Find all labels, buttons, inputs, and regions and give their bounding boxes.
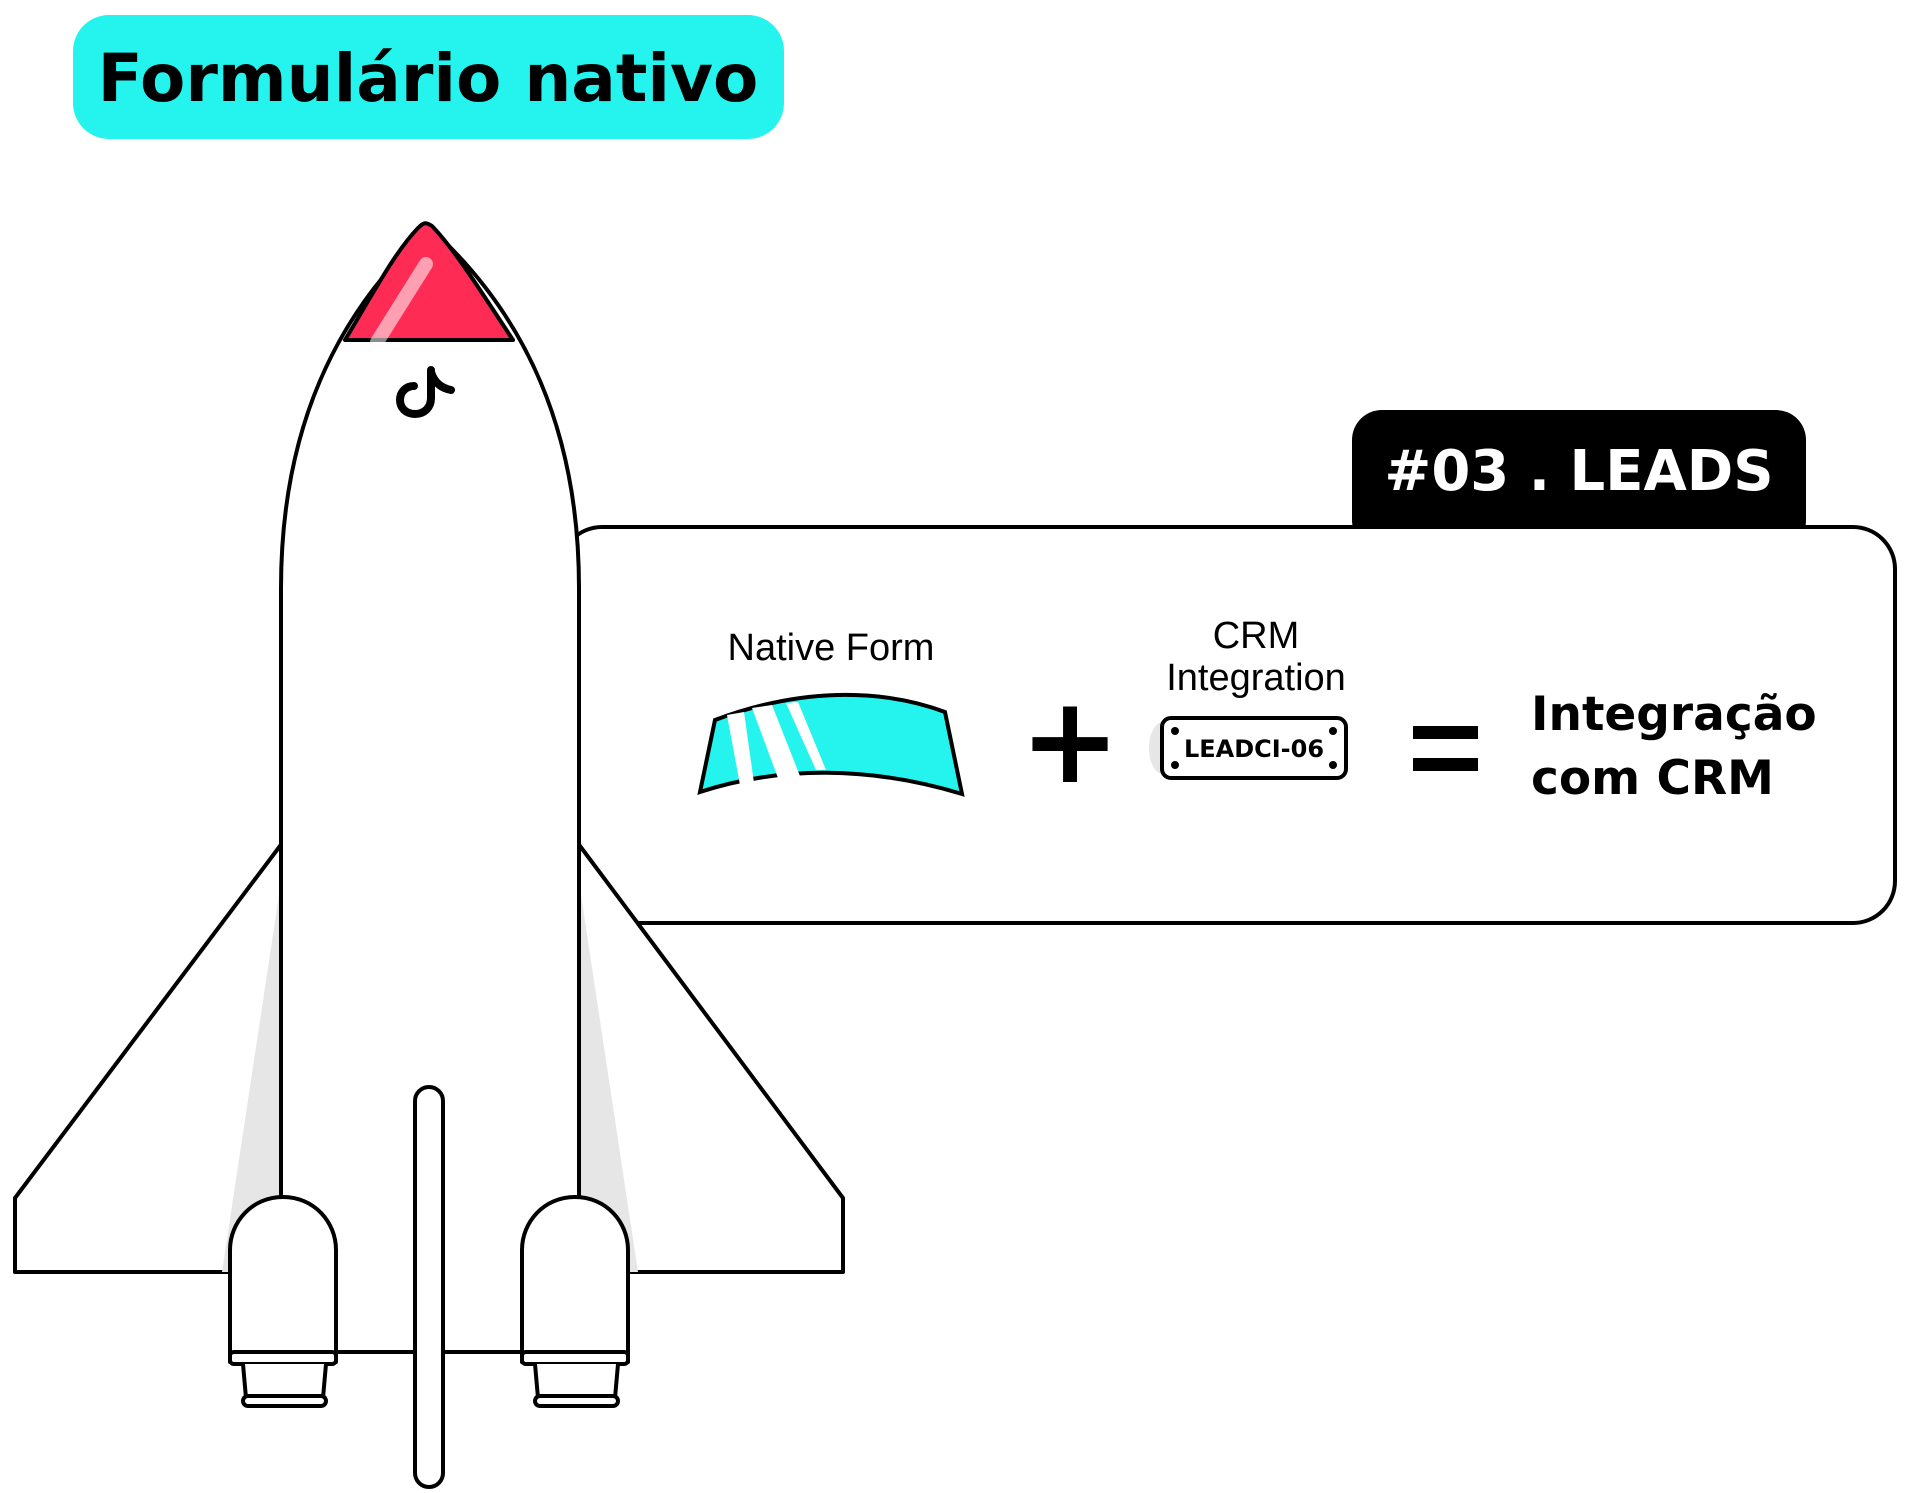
license-plate-icon: LEADCI-06 <box>1149 716 1348 780</box>
card-tab-label: #03 . LEADS <box>1384 439 1773 504</box>
result-line1: Integração <box>1531 687 1817 742</box>
title-pill: Formulário nativo <box>73 15 784 139</box>
crm-label-line1: CRM <box>1213 615 1300 657</box>
title-pill-background <box>73 15 784 139</box>
native-form-group: Native Form <box>697 627 965 797</box>
rocket-nose-cone <box>343 221 515 342</box>
crm-integration-group: CRM Integration LEADCI-06 <box>1149 615 1348 780</box>
left-engine <box>228 1195 338 1408</box>
tiktok-logo-icon <box>396 366 455 418</box>
nose-highlight <box>370 257 433 349</box>
page-title: Formulário nativo <box>98 40 759 117</box>
right-engine <box>520 1195 630 1408</box>
plate-text: LEADCI-06 <box>1184 735 1324 763</box>
left-wing-shadow <box>222 895 279 1272</box>
plus-symbol: + <box>1020 672 1121 811</box>
native-form-label: Native Form <box>728 627 935 669</box>
equals-symbol <box>1413 726 1478 771</box>
right-wing-shadow <box>581 895 638 1272</box>
windshield-icon <box>697 692 965 797</box>
card-tab <box>1352 410 1806 550</box>
result-group: Integração com CRM <box>1531 687 1817 806</box>
result-line2: com CRM <box>1531 751 1774 806</box>
crm-label-line2: Integration <box>1166 657 1346 699</box>
rocket-center-fin <box>413 1085 445 1489</box>
rocket-illustration <box>13 221 845 1489</box>
